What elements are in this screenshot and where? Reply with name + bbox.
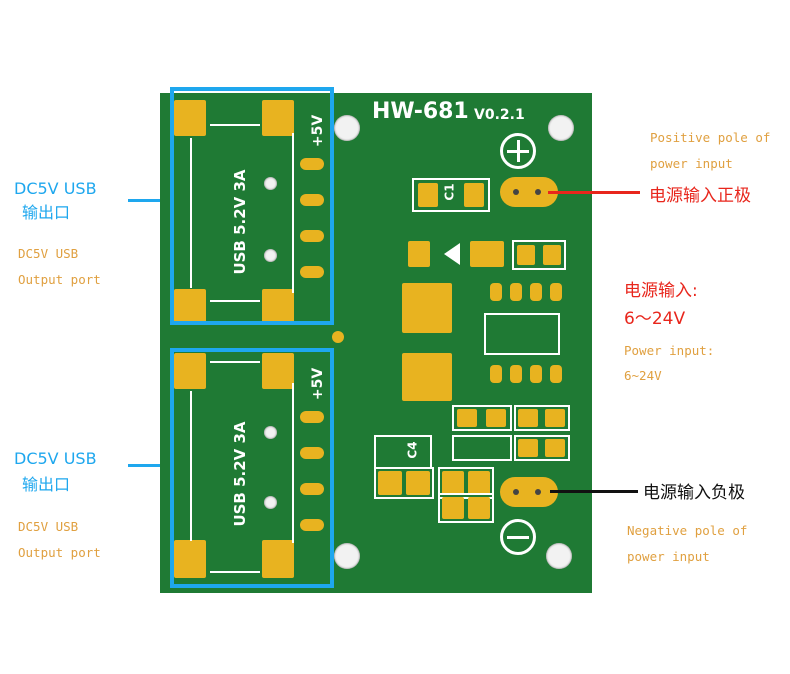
positive-leader-line	[548, 191, 640, 194]
power-desc-1: Power input:	[624, 343, 715, 358]
bottom-usb-desc-2: Output port	[18, 545, 101, 560]
bottom-usb-highlight-box	[170, 348, 334, 588]
positive-cn: 电源输入正极	[649, 186, 751, 206]
positive-desc-1: Positive pole of	[650, 130, 771, 145]
power-input-range: 6～24V	[624, 309, 686, 329]
minus-symbol	[500, 519, 536, 555]
c4-label: C4	[405, 441, 420, 459]
negative-input-pad	[500, 477, 558, 507]
bottom-usb-leader-line	[128, 464, 173, 467]
bottom-usb-desc-1: DC5V USB	[18, 519, 79, 534]
top-usb-leader-line	[128, 199, 173, 202]
negative-cn: 电源输入负极	[643, 483, 745, 503]
pcb-board: USB 5.2V 3A +5V USB 5.2V 3A +5V HW-681 V…	[160, 87, 592, 593]
negative-desc-1: Negative pole of	[627, 523, 748, 538]
plus-symbol	[500, 133, 536, 169]
positive-desc-2: power input	[650, 156, 733, 171]
board-model: HW-681	[372, 99, 469, 124]
power-desc-2: 6~24V	[624, 368, 662, 383]
bottom-usb-title-cn: 输出口	[22, 475, 71, 494]
negative-desc-2: power input	[627, 549, 710, 564]
top-usb-highlight-box	[170, 87, 334, 325]
bottom-usb-title: DC5V USB	[14, 449, 97, 468]
board-version: V0.2.1	[474, 107, 525, 123]
negative-leader-line	[550, 490, 638, 493]
power-input-cn: 电源输入:	[624, 281, 698, 301]
top-usb-title: DC5V USB	[14, 179, 97, 198]
top-usb-title-cn: 输出口	[22, 203, 71, 222]
top-usb-desc-1: DC5V USB	[18, 246, 79, 261]
top-usb-desc-2: Output port	[18, 272, 101, 287]
c1-label: C1	[442, 183, 457, 201]
